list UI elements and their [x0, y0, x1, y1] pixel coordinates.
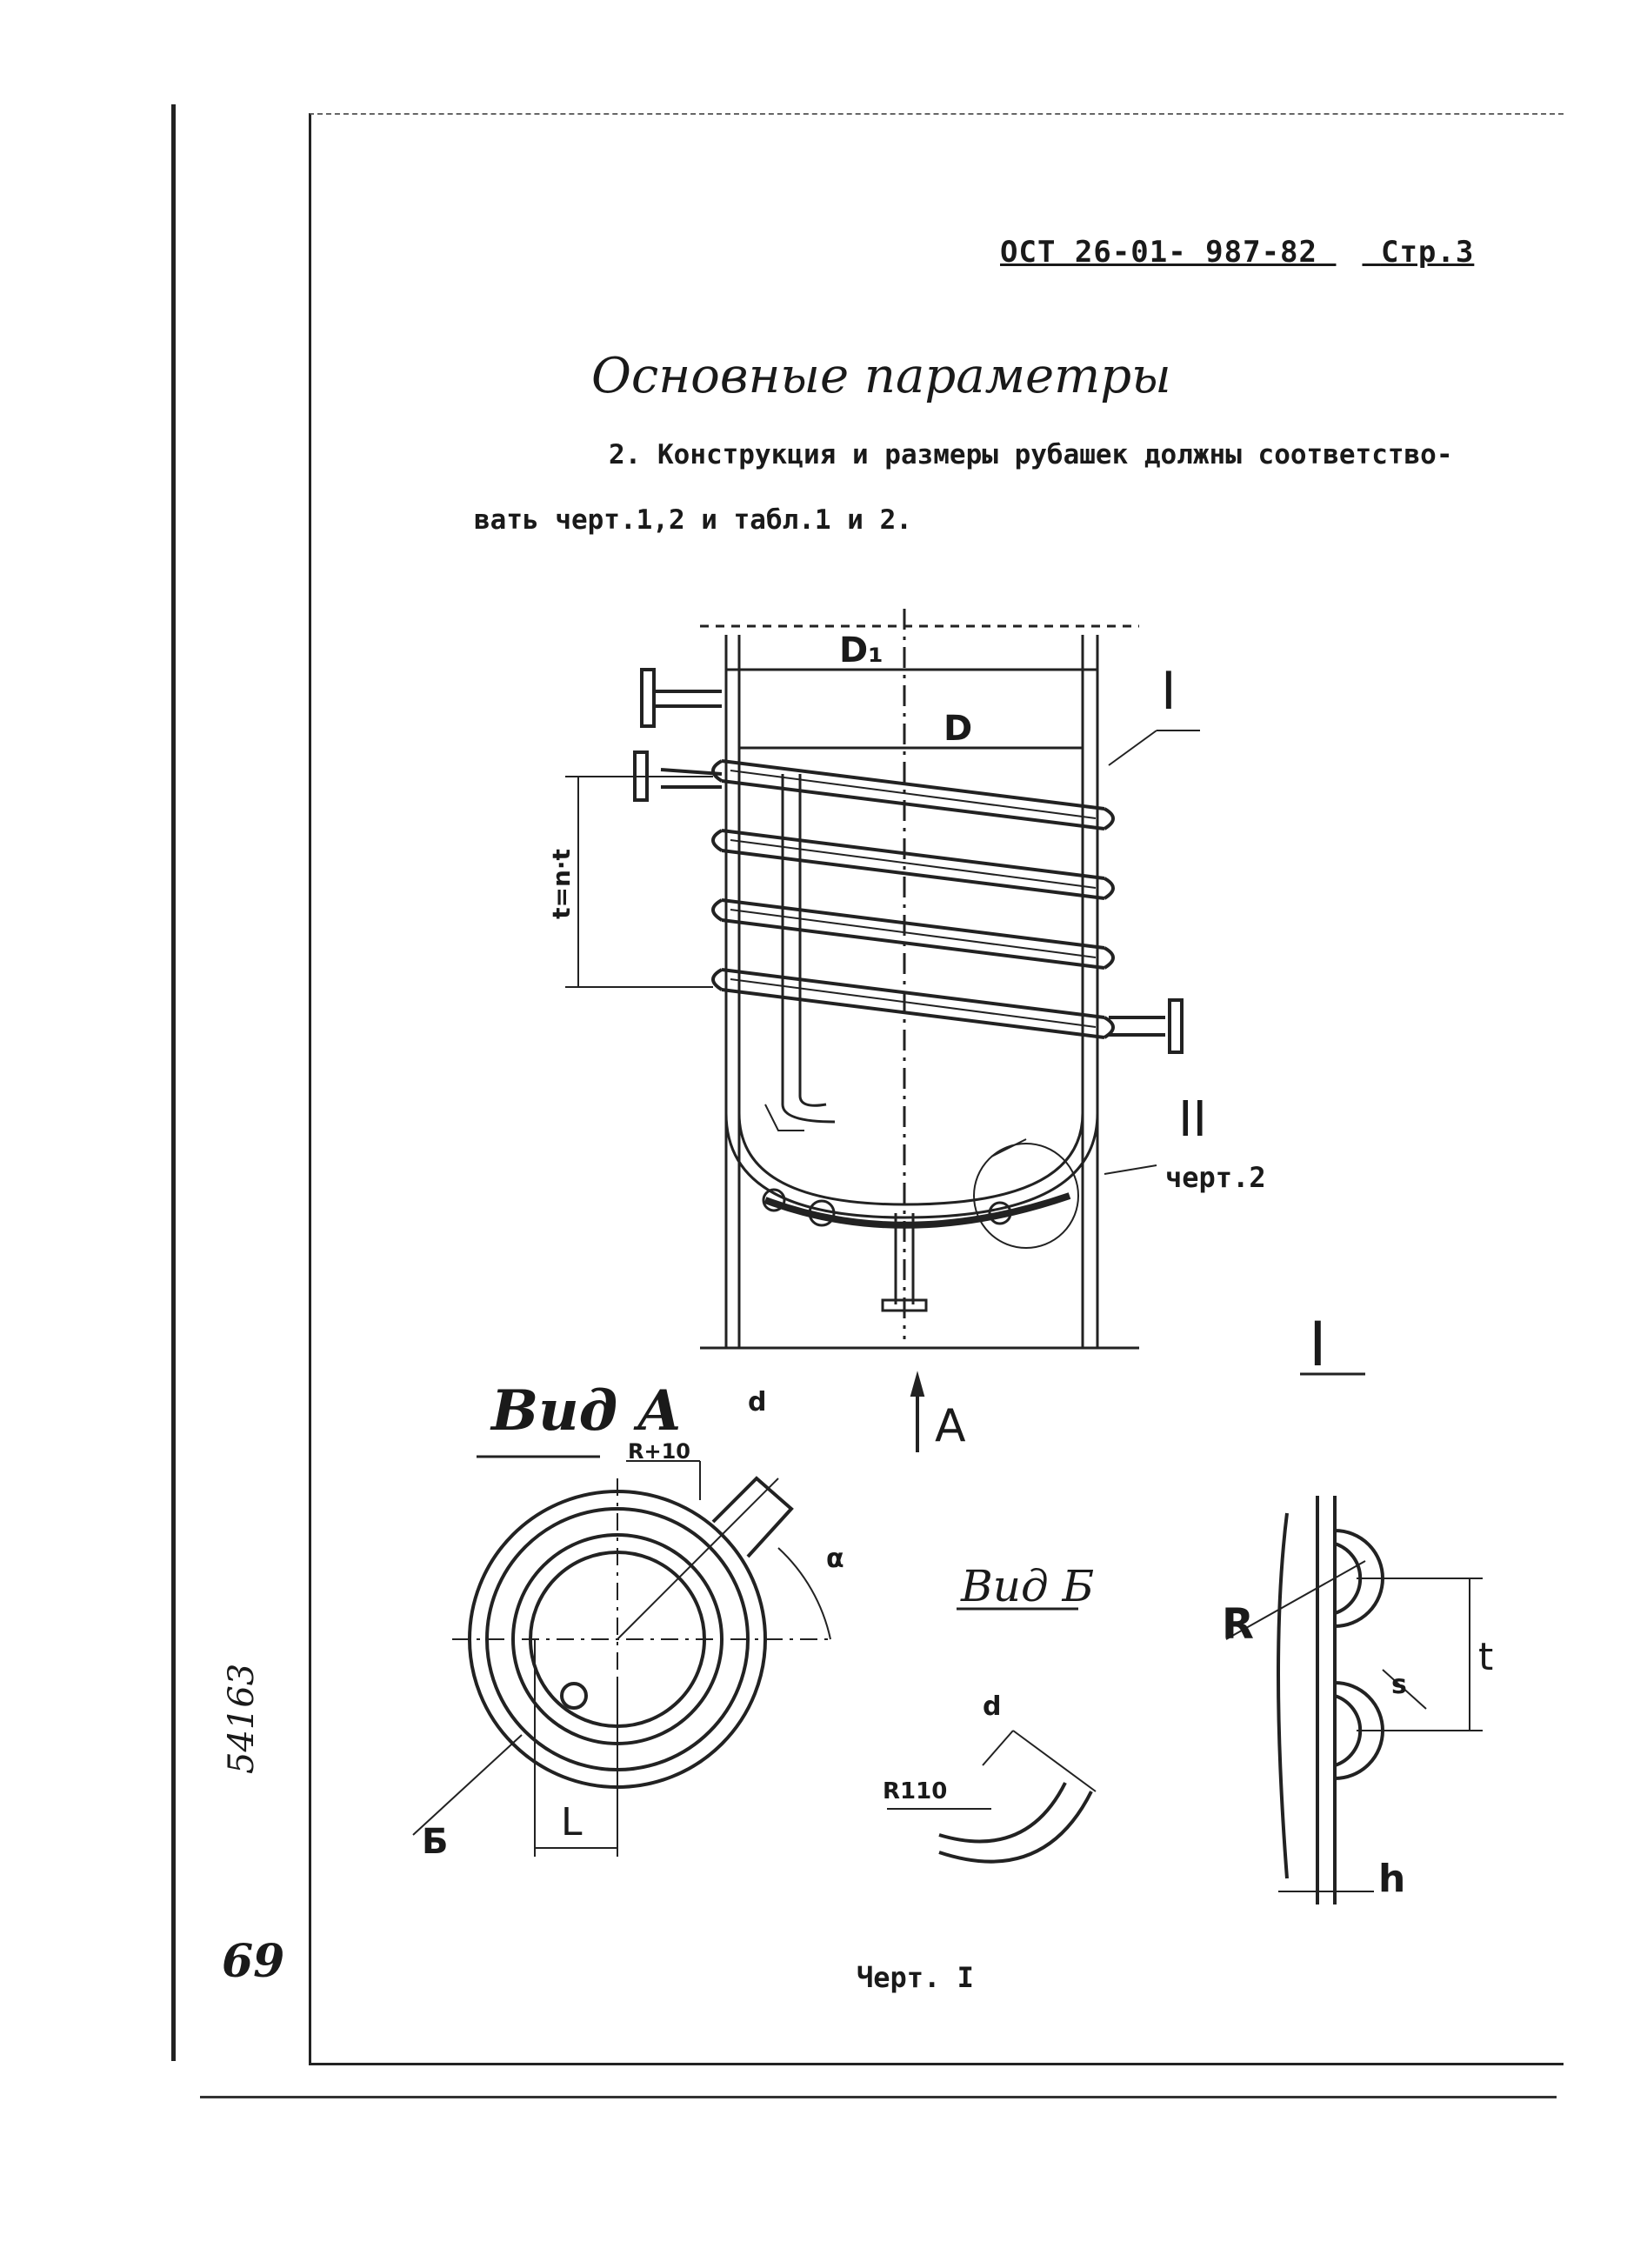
callout-2-ref: черт.2 — [1165, 1161, 1266, 1194]
archive-number: 54163 — [222, 1663, 262, 1774]
detail-i-drawing — [1225, 1496, 1483, 1904]
vessel-main-view — [700, 609, 1139, 1350]
left-margin-line — [171, 104, 176, 2061]
label-dim-d: d — [748, 1387, 767, 1418]
page-number: Стр.3 — [1380, 235, 1475, 270]
paragraph-line-2: вать черт.1,2 и табл.1 и 2. — [474, 504, 912, 536]
doc-number: ОСТ 26-01- 987-82 — [1000, 235, 1317, 270]
paragraph-line-1: 2. Конструкция и размеры рубашек должны … — [609, 439, 1453, 470]
view-b-drawing — [887, 1607, 1097, 1864]
bottom-margin-line — [200, 2096, 1557, 2098]
section-title: Основные параметры — [591, 348, 1171, 404]
label-d1: D₁ — [839, 630, 884, 670]
callout-1: I — [1161, 661, 1177, 722]
view-arrow-label: A — [935, 1400, 966, 1452]
view-a-drawing — [412, 1455, 835, 1857]
detail-mark: I — [1309, 1309, 1327, 1380]
label-r110: R110 — [883, 1778, 948, 1804]
figure-caption: Черт. I — [857, 1961, 974, 1994]
label-r-plus-10: R+10 — [628, 1439, 690, 1464]
label-s: s — [1391, 1670, 1407, 1700]
label-alpha: α — [826, 1544, 844, 1574]
label-dim-l: L — [561, 1800, 583, 1844]
label-r: R — [1222, 1600, 1254, 1649]
label-dim-d2: d — [983, 1691, 1002, 1722]
page-frame — [309, 113, 1564, 2065]
label-h: h — [1378, 1857, 1406, 1901]
view-a-title: Вид А — [491, 1378, 683, 1444]
label-d: D — [944, 709, 973, 749]
coil-pipes — [633, 668, 1184, 1124]
dimension-lines — [565, 730, 1365, 1452]
document-header: ОСТ 26-01- 987-82 Стр.3 — [1000, 235, 1474, 270]
view-b-title: Вид Б — [961, 1561, 1095, 1611]
callout-2: II — [1178, 1091, 1208, 1148]
sheet-number: 69 — [222, 1935, 285, 1988]
label-section-b: Б — [422, 1822, 449, 1862]
label-pitch: t=n·t — [546, 849, 576, 919]
label-t: t — [1478, 1635, 1494, 1679]
